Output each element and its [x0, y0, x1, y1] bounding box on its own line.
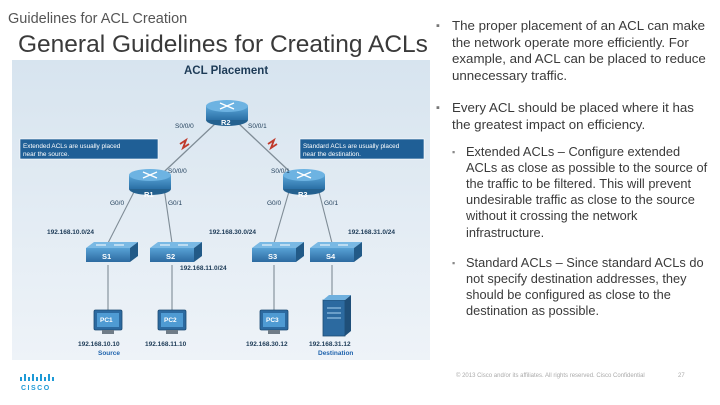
host-pc1 — [93, 309, 123, 334]
diagram-title: ACL Placement — [184, 65, 268, 77]
router-r1-label: R1 — [144, 190, 154, 199]
router-arrows-icon — [142, 171, 158, 179]
switch-s1-label: S1 — [102, 252, 111, 261]
acl-placement-diagram: ACL Placement R2 R1 R3 — [12, 60, 430, 360]
switch-s1 — [86, 242, 138, 262]
network-11-label: 192.168.11.0/24 — [180, 265, 227, 272]
host-pc2-ip: 192.168.11.10 — [145, 341, 187, 348]
switch-s2-label: S2 — [166, 252, 175, 261]
host-server-ip: 192.168.31.12 — [309, 341, 351, 348]
iface-r3-g00: G0/0 — [267, 200, 281, 207]
router-r2-label: R2 — [221, 118, 231, 127]
iface-r1-g00: G0/0 — [110, 200, 124, 207]
switch-s2 — [150, 242, 202, 262]
host-pc3-ip: 192.168.30.12 — [246, 341, 288, 348]
router-r1 — [129, 169, 171, 195]
network-10-label: 192.168.10.0/24 — [47, 229, 94, 236]
lan-links — [107, 187, 333, 313]
iface-r1-serial: S0/0/0 — [168, 168, 187, 175]
callout-extended-acl: Extended ACLs are usually placed near th… — [19, 138, 159, 160]
serial-zigzag-right-icon — [267, 137, 278, 151]
copyright-text: © 2013 Cisco and/or its affiliates. All … — [456, 373, 645, 379]
callout-left-line-2: near the source. — [23, 151, 69, 158]
router-r2 — [206, 100, 248, 126]
bullet-placement: The proper placement of an ACL can make … — [432, 18, 712, 84]
page-number: 27 — [678, 373, 685, 379]
router-r3 — [283, 169, 325, 195]
switch-s3-label: S3 — [268, 252, 277, 261]
callout-standard-acl: Standard ACLs are usually placed near th… — [299, 138, 425, 160]
slide-title: General Guidelines for Creating ACLs — [18, 31, 428, 58]
callout-left-line-1: Extended ACLs are usually placed — [23, 143, 121, 150]
host-pc2-label: PC2 — [164, 317, 177, 324]
footer: © 2013 Cisco and/or its affiliates. All … — [456, 373, 696, 379]
iface-r3-g01: G0/1 — [324, 200, 338, 207]
network-30-label: 192.168.30.0/24 — [209, 229, 256, 236]
content-column: The proper placement of an ACL can make … — [432, 18, 712, 320]
switch-s4 — [310, 242, 362, 262]
sub-bullet-standard-acls: Standard ACLs – Since standard ACLs do n… — [432, 255, 712, 320]
cisco-logo-text: CISCO — [21, 385, 51, 392]
cisco-logo: CISCO — [18, 372, 66, 397]
router-r3-label: R3 — [298, 190, 308, 199]
cisco-logo-icon: CISCO — [20, 374, 54, 392]
serial-zigzag-left-icon — [179, 137, 190, 151]
bullet-efficiency: Every ACL should be placed where it has … — [432, 100, 712, 133]
iface-r2-left: S0/0/0 — [175, 123, 194, 130]
destination-label: Destination — [318, 350, 353, 357]
host-pc1-label: PC1 — [100, 317, 113, 324]
switch-s3 — [252, 242, 304, 262]
section-title: Guidelines for ACL Creation — [8, 11, 188, 27]
router-arrows-icon — [296, 171, 312, 179]
sub-bullet-extended-acls: Extended ACLs – Configure extended ACLs … — [432, 144, 712, 241]
host-server — [322, 295, 351, 337]
host-pc3-label: PC3 — [266, 317, 279, 324]
iface-r3-serial: S0/0/1 — [271, 168, 290, 175]
host-pc1-ip: 192.168.10.10 — [78, 341, 120, 348]
callout-right-line-2: near the destination. — [303, 151, 361, 158]
network-31-label: 192.168.31.0/24 — [348, 229, 395, 236]
iface-r2-right: S0/0/1 — [248, 123, 267, 130]
source-label: Source — [98, 350, 120, 357]
switch-s4-label: S4 — [326, 252, 336, 261]
host-pc2 — [157, 309, 187, 334]
iface-r1-g01: G0/1 — [168, 200, 182, 207]
callout-right-line-1: Standard ACLs are usually placed — [303, 143, 400, 150]
router-arrows-icon — [219, 102, 235, 110]
host-pc3 — [259, 309, 289, 334]
